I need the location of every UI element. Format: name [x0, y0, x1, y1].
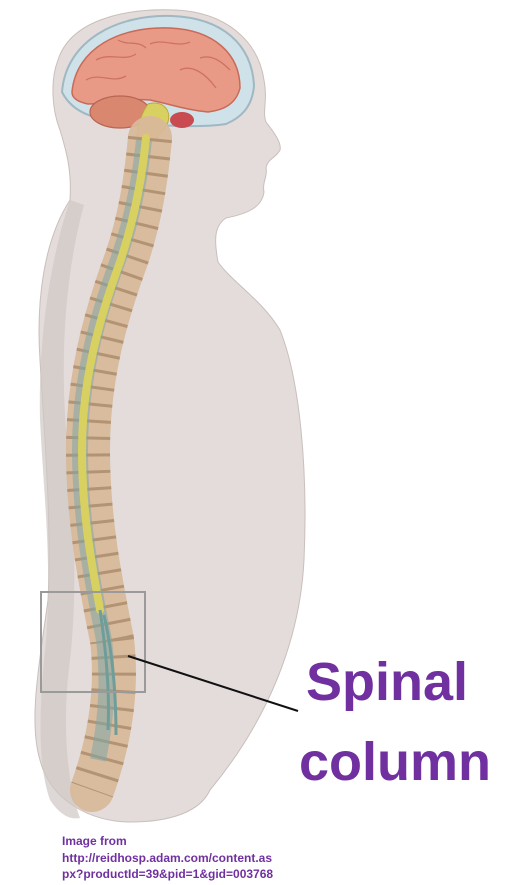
image-credit-line-2: http://reidhosp.adam.com/content.as	[62, 851, 272, 865]
diagram-label-spinal: Spinal	[306, 655, 468, 709]
image-credit-line-3: px?productId=39&pid=1&gid=003768	[62, 867, 273, 881]
image-credit-line-1: Image from	[62, 834, 127, 848]
brainstem-nucleus	[170, 112, 194, 128]
diagram-label-column: column	[299, 735, 491, 789]
